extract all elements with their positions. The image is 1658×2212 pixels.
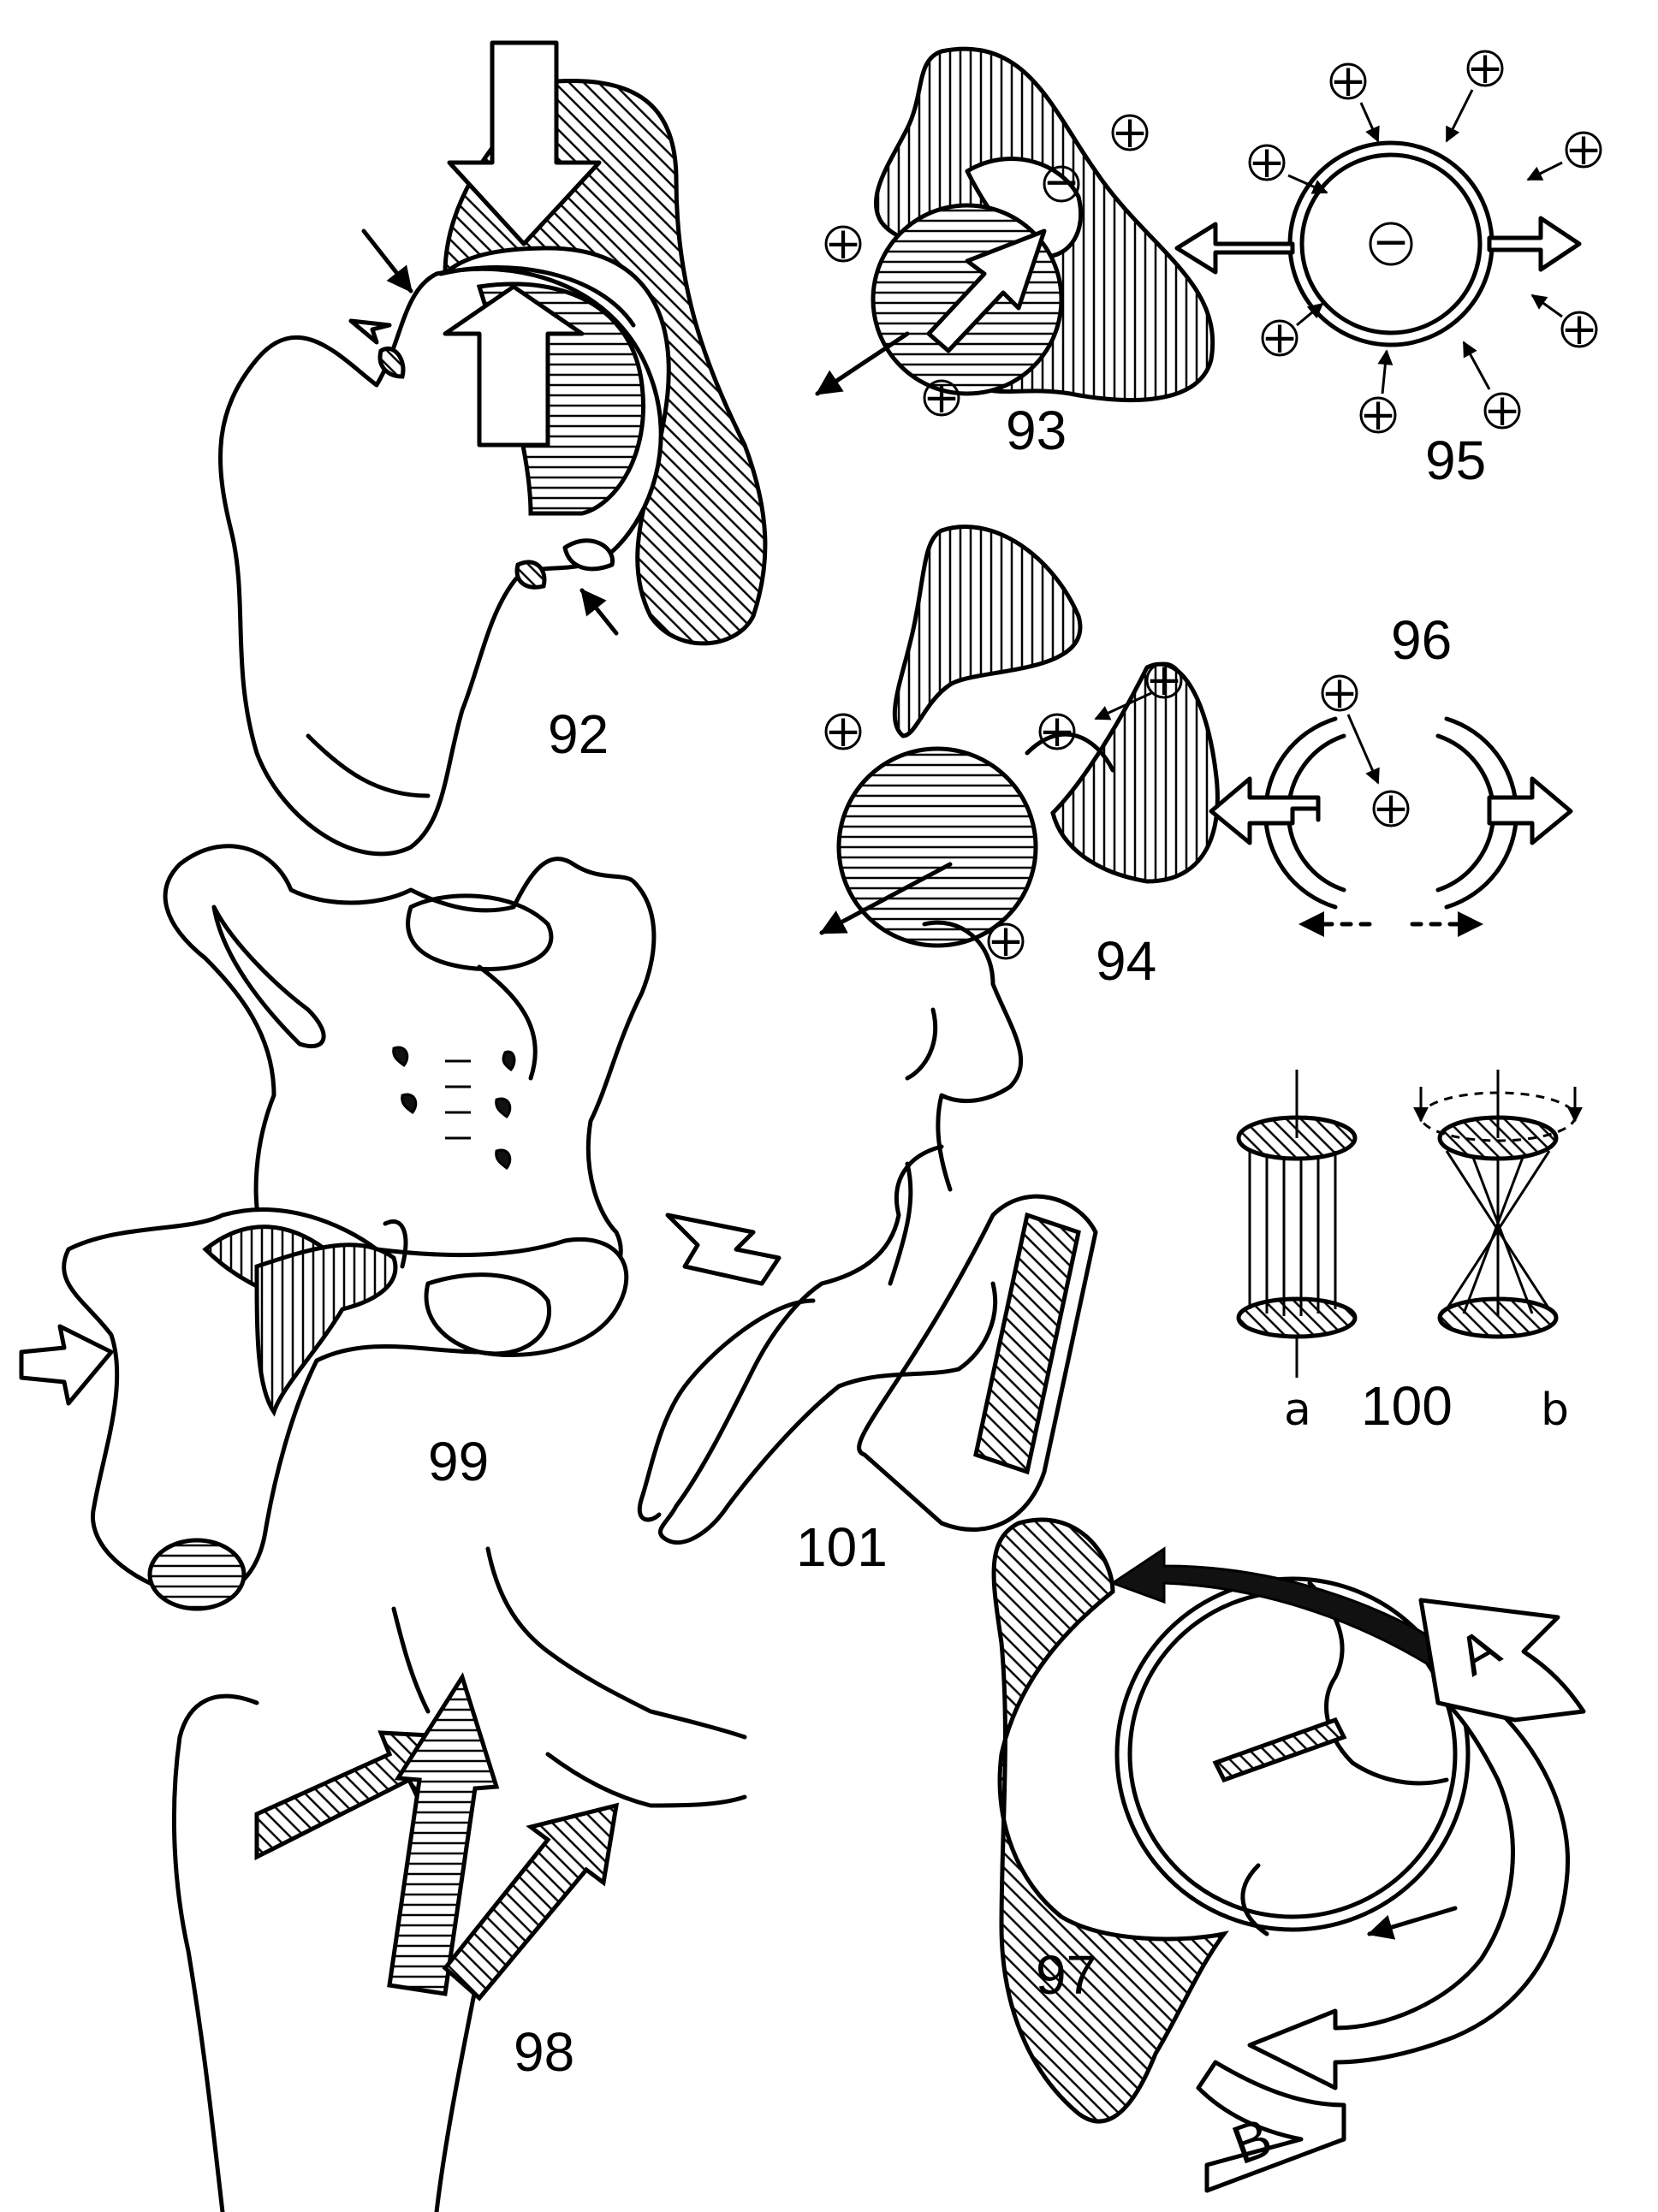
svg-text:+: + xyxy=(1145,655,1183,706)
svg-text:−: − xyxy=(1043,157,1080,208)
figure-label-95: 95 xyxy=(1425,430,1486,491)
figure-94-joint-separation: + + + + 94 xyxy=(819,525,1220,992)
figure-98-femur-muscles: 98 xyxy=(171,1546,747,2212)
fibre-label-b: b xyxy=(1541,1385,1569,1436)
figure-95-negative-pressure: − + + + + + + + + 95 xyxy=(1174,43,1602,491)
load-arrow-down xyxy=(447,40,602,246)
svg-text:+: + xyxy=(1248,137,1286,188)
figure-101-seated-woman: 101 xyxy=(637,920,1098,1578)
svg-text:+: + xyxy=(824,706,862,757)
svg-text:+: + xyxy=(923,372,960,424)
svg-text:+: + xyxy=(1359,389,1397,441)
svg-text:+: + xyxy=(1321,667,1358,719)
figure-92-hip-joint: 92 xyxy=(218,40,768,857)
figure-label-101: 101 xyxy=(796,1516,888,1578)
figure-label-93: 93 xyxy=(1006,400,1067,461)
figure-label-94: 94 xyxy=(1096,930,1156,992)
direction-arrow-101 xyxy=(665,1213,781,1286)
figure-label-92: 92 xyxy=(548,703,609,765)
fibre-bundle-b xyxy=(1413,1070,1583,1339)
pressure-arrow-93 xyxy=(926,228,1047,353)
svg-text:+: + xyxy=(987,916,1025,967)
svg-text:+: + xyxy=(1038,706,1076,757)
figure-99-pelvis: 99 xyxy=(19,844,657,1611)
fibre-label-a: a xyxy=(1284,1385,1311,1436)
figure-97-rotation: 97 A B xyxy=(991,1517,1586,2193)
figure-label-99: 99 xyxy=(428,1431,489,1492)
svg-text:+: + xyxy=(824,218,862,270)
svg-text:+: + xyxy=(1111,107,1149,158)
fibre-bundle-a xyxy=(1236,1070,1358,1378)
svg-text:+: + xyxy=(1466,43,1504,94)
svg-text:−: − xyxy=(1372,216,1410,268)
svg-text:+: + xyxy=(1560,304,1598,355)
svg-text:+: + xyxy=(1329,56,1367,107)
figure-96-positive-pressure: 96 + + xyxy=(1209,609,1573,937)
svg-text:+: + xyxy=(1483,385,1521,436)
figure-label-100: 100 xyxy=(1361,1375,1453,1437)
plus-sign-group-94: + + + + xyxy=(824,655,1183,967)
figure-100-fibres: a 100 b xyxy=(1236,1070,1583,1437)
muscle-arrow-98-right xyxy=(442,1802,620,2001)
figure-93-joint-pressure: + + + − 93 xyxy=(815,46,1215,461)
plus-sign-group-95: + + + + + + + + xyxy=(1248,43,1602,441)
figure-label-96: 96 xyxy=(1391,609,1452,671)
reaction-arrow-up xyxy=(443,284,585,448)
plus-sign-group-93: + + + − xyxy=(824,107,1149,424)
svg-text:+: + xyxy=(1261,312,1298,364)
figure-label-98: 98 xyxy=(514,2021,574,2083)
figure-label-97: 97 xyxy=(1036,1944,1096,2006)
svg-text:+: + xyxy=(1372,783,1410,834)
svg-text:+: + xyxy=(1565,124,1602,175)
pull-arrow-99 xyxy=(19,1324,114,1406)
